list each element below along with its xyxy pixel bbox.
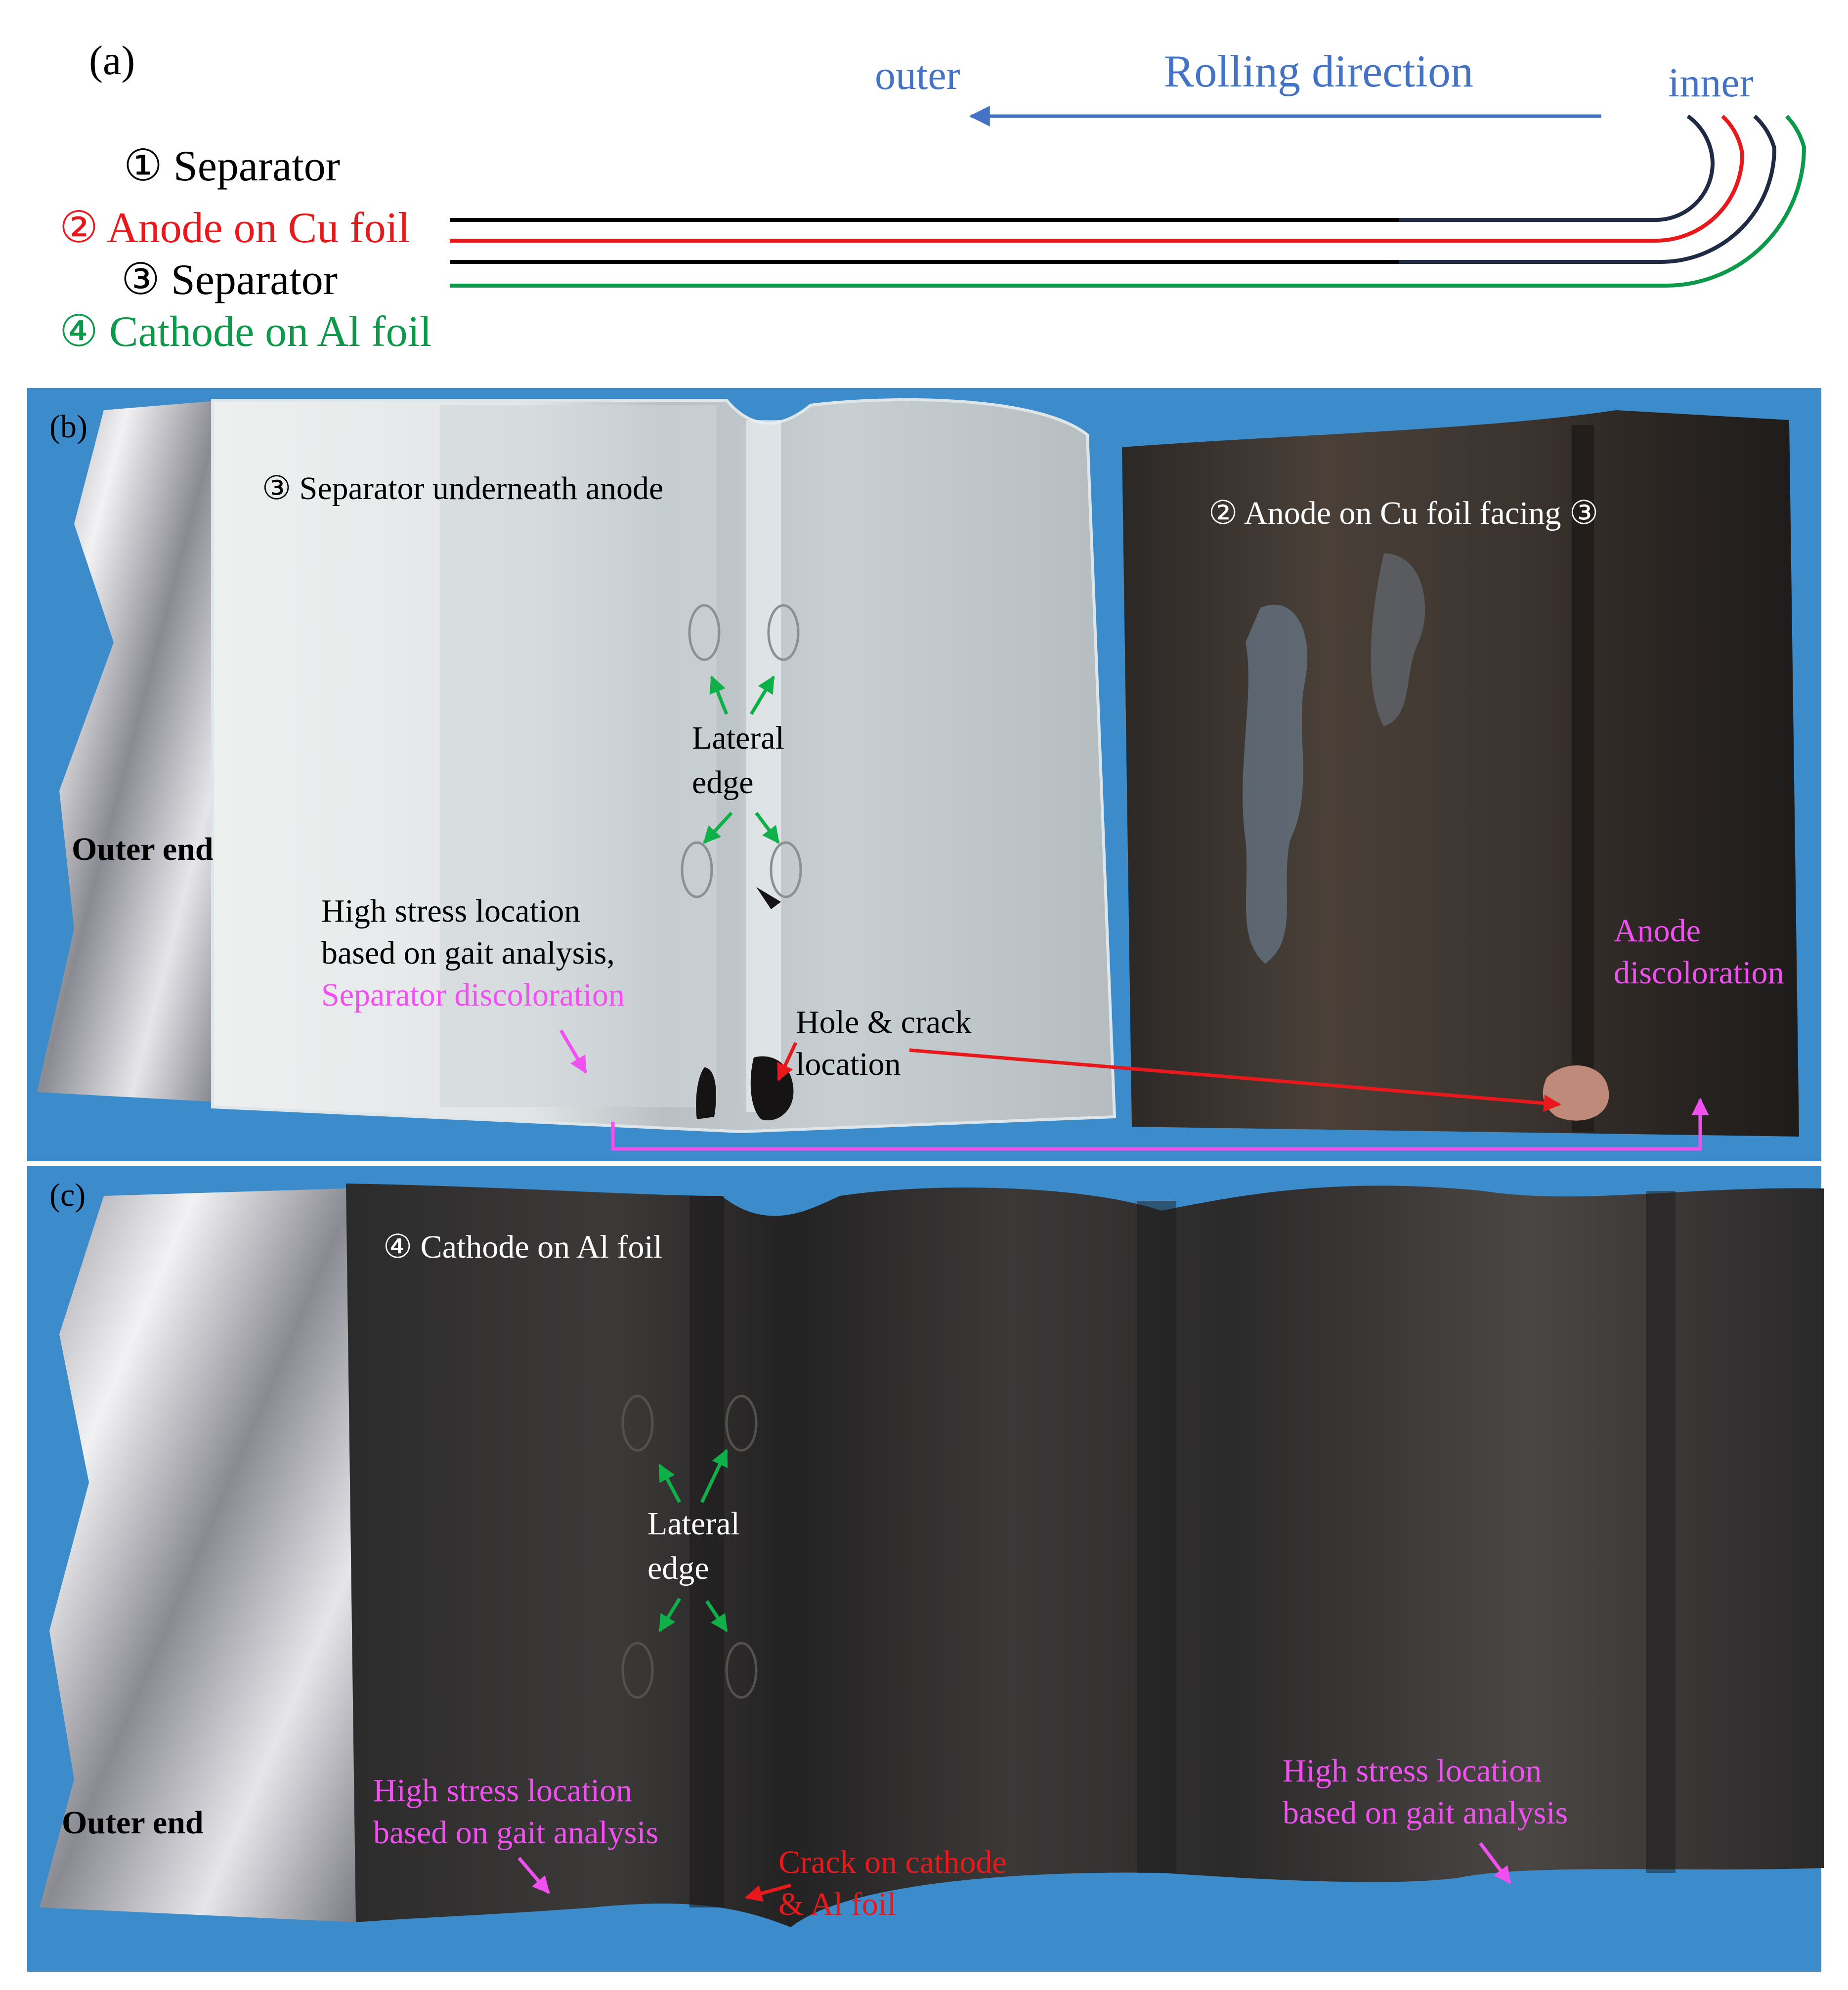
rolling-direction-label: Rolling direction [1164, 46, 1473, 96]
panel-c-label: (c) [49, 1177, 86, 1213]
cathode-edge-mark [621, 1395, 654, 1452]
lateral-edge-arrow-c [705, 1600, 728, 1632]
separator-fold-band [440, 405, 717, 1107]
cathode-edge-mark [725, 1642, 758, 1699]
panel-c-foil [40, 1188, 356, 1922]
anode-copper-spot [1543, 1065, 1609, 1121]
hole-crack-arrow [776, 1042, 798, 1082]
lateral-edge-arrow [749, 675, 775, 715]
lateral-edge-label: Lateral [692, 720, 784, 756]
separator-center-crease [746, 420, 781, 1112]
panel-b: (b) ③ Separator underneath anode ② Anode… [27, 388, 1821, 1161]
cathode-fold [689, 1196, 724, 1907]
lateral-edge-arrow-c [658, 1463, 682, 1503]
layer-label-4: ④ Cathode on Al foil [59, 308, 432, 356]
cathode-edge-mark [621, 1642, 654, 1699]
crack-label: & Al foil [778, 1886, 896, 1922]
layer-label-3: ③ Separator [121, 256, 338, 304]
lateral-edge-arrow-c [658, 1598, 681, 1632]
lateral-edge-arrow [755, 811, 780, 844]
layer-label-1: ① Separator [124, 142, 340, 190]
inner-label: inner [1668, 60, 1754, 106]
high-stress-label: based on gait analysis, [321, 935, 615, 971]
hole-crack-arrow-anode [909, 1048, 1561, 1112]
anode-discoloration-label: Anode [1614, 913, 1701, 949]
cathode-edge-mark [725, 1395, 758, 1452]
separator-edge-mark [688, 604, 721, 661]
high-stress-right-label: High stress location [1283, 1753, 1542, 1789]
separator-discoloration-label: Separator discoloration [321, 977, 625, 1013]
high-stress-right-label: based on gait analysis [1283, 1795, 1568, 1831]
layer-line-anode [450, 115, 1745, 243]
discoloration-bracket [611, 1098, 1709, 1151]
separator-hole [696, 1067, 716, 1119]
hole-crack-label: location [796, 1046, 901, 1082]
cathode-title: ④ Cathode on Al foil [383, 1229, 662, 1265]
lateral-edge-label-c: Lateral [647, 1506, 740, 1542]
lateral-edge-label: edge [692, 764, 754, 801]
anode-fold [1572, 425, 1594, 1132]
panel-a: (a) outer Rolling direction inner ① Sepa… [59, 38, 1806, 356]
separator-edge-mark [767, 604, 800, 661]
high-stress-left-arrow [517, 1857, 550, 1894]
high-stress-label: High stress location [321, 893, 580, 929]
layer-line-separator-3-curve [1399, 115, 1777, 264]
hole-crack-label: Hole & crack [796, 1004, 972, 1040]
lateral-edge-arrow [703, 811, 733, 844]
anode-sheet [1122, 410, 1799, 1137]
outer-end-label-c: Outer end [62, 1805, 204, 1841]
separator-edge-mark [681, 841, 713, 898]
outer-label: outer [875, 52, 960, 98]
panel-b-foil [37, 400, 222, 1102]
high-stress-left-label: High stress location [373, 1773, 632, 1809]
cathode-fold [1137, 1201, 1176, 1873]
outer-end-label: Outer end [72, 831, 214, 867]
panel-c: (c) ④ Cathode on Al foil Lateral edge Ou… [27, 1166, 1824, 1972]
panel-a-label: (a) [89, 38, 135, 84]
panel-b-label: (b) [49, 409, 87, 445]
lateral-edge-arrow [709, 675, 729, 715]
high-stress-right-arrow [1479, 1842, 1511, 1884]
crack-arrow [744, 1883, 791, 1902]
anode-blue-patch [1243, 604, 1308, 964]
anode-discoloration-label: discoloration [1614, 955, 1784, 991]
lateral-edge-label-c: edge [647, 1550, 709, 1586]
separator-hole [756, 887, 781, 909]
layer-line-separator-1-curve [1399, 114, 1715, 222]
layer-label-2: ② Anode on Cu foil [59, 204, 410, 252]
cathode-fold [1646, 1191, 1676, 1873]
anode-blue-patch [1371, 553, 1425, 726]
separator-title: ③ Separator underneath anode [262, 470, 663, 507]
separator-edge-mark [770, 841, 802, 898]
anode-title: ② Anode on Cu foil facing ③ [1208, 495, 1598, 531]
layer-line-cathode [450, 115, 1806, 288]
high-stress-left-label: based on gait analysis [373, 1815, 658, 1851]
separator-discoloration-arrow [559, 1029, 588, 1074]
lateral-edge-arrow-c [700, 1448, 729, 1503]
crack-label: Crack on cathode [778, 1844, 1007, 1880]
